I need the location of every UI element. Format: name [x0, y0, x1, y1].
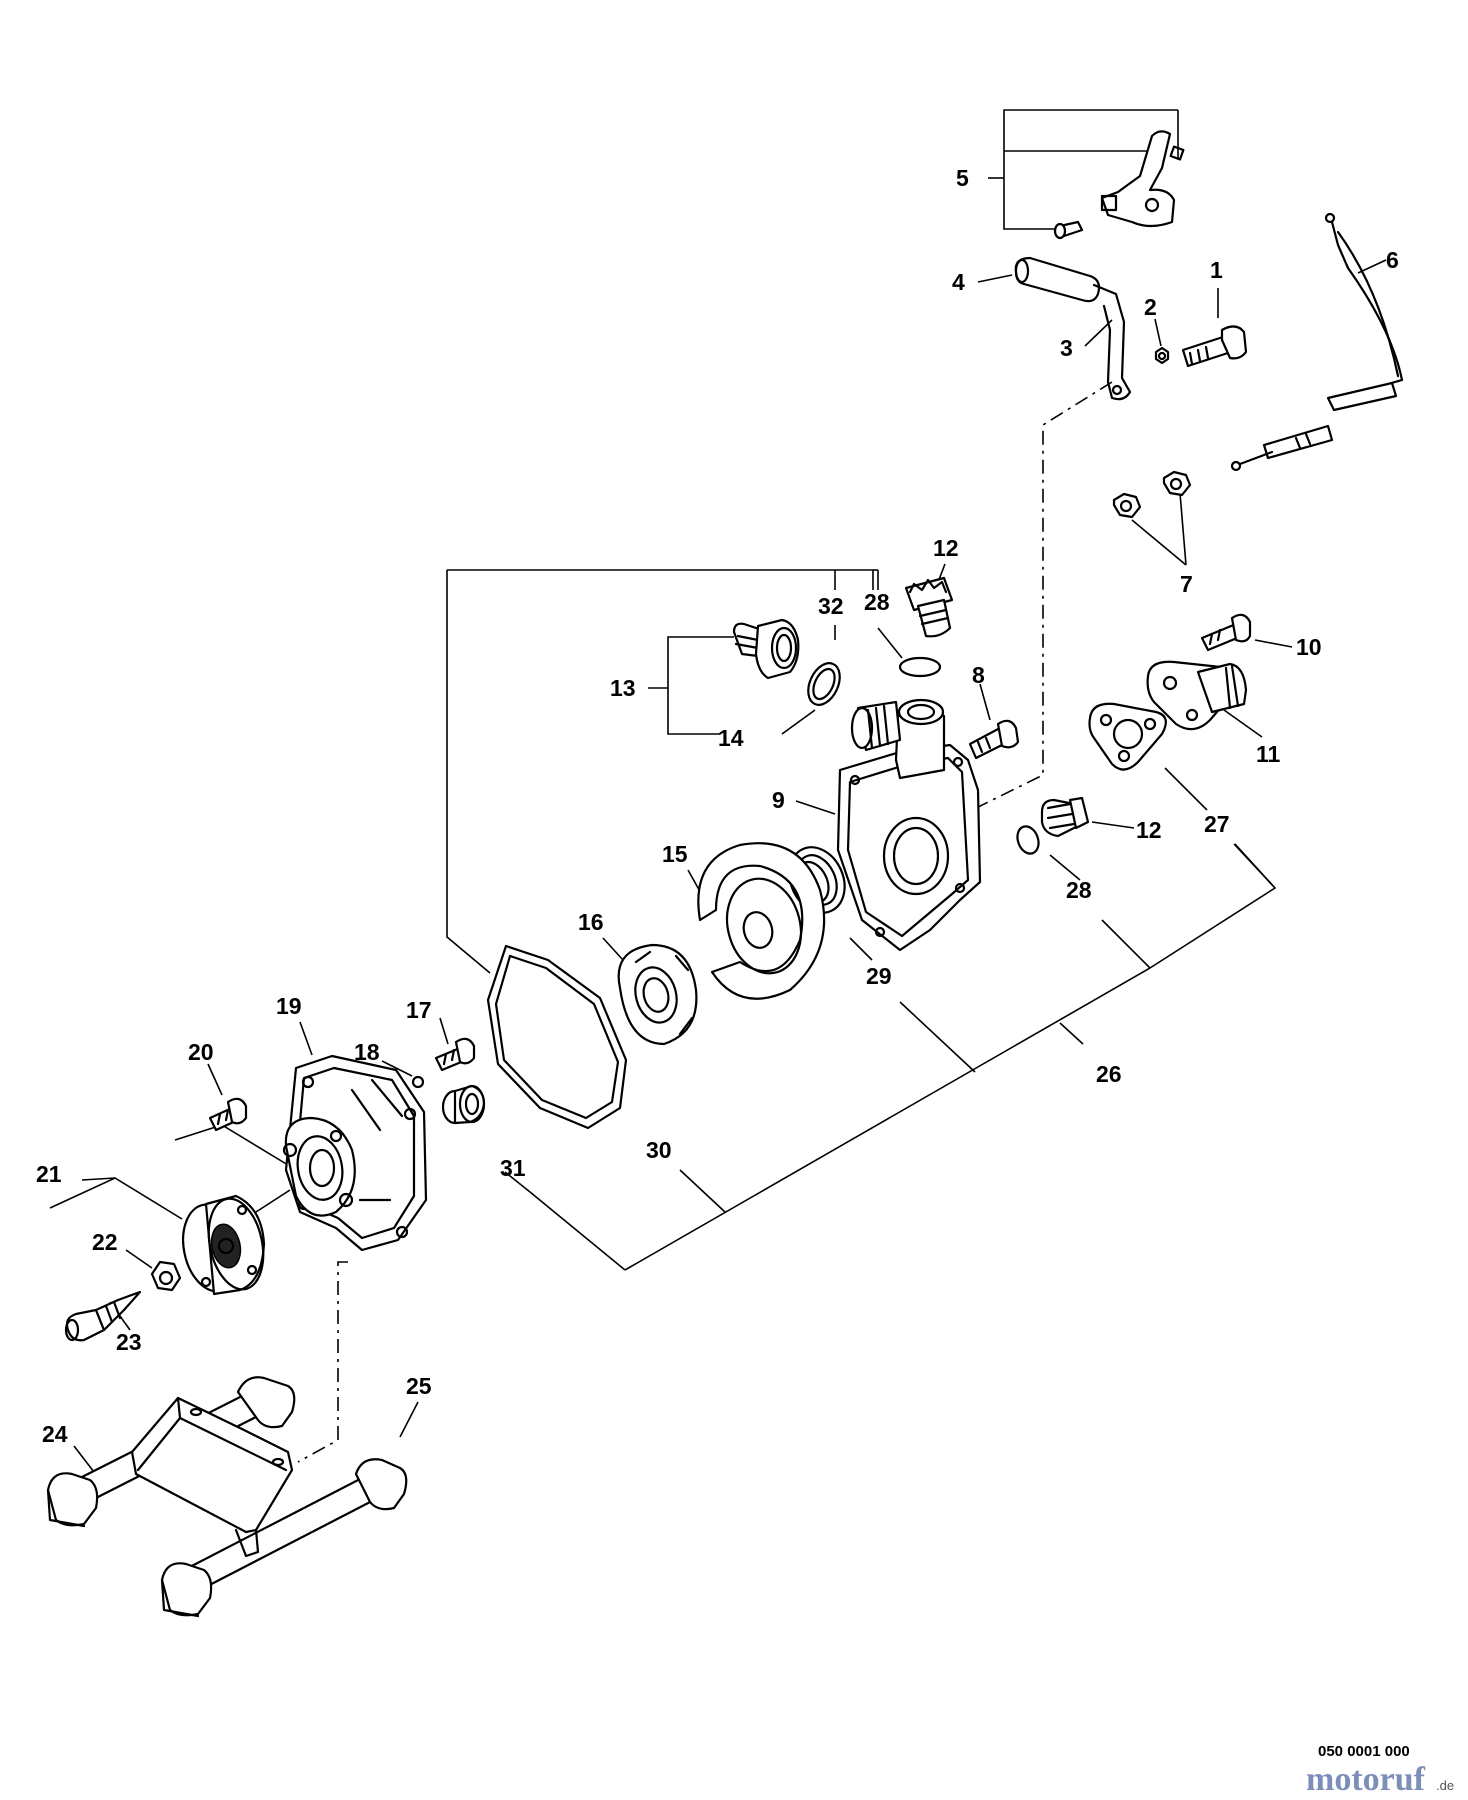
part-8-bolt	[968, 719, 1020, 760]
part-3-4-handle-lever	[1014, 256, 1132, 401]
callout-8: 8	[972, 662, 985, 688]
callout-32: 32	[818, 593, 844, 619]
part-30-octagon-gasket	[486, 944, 628, 1130]
callout-12-lower: 12	[1136, 817, 1162, 843]
callout-17: 17	[406, 997, 432, 1023]
callout-18: 18	[354, 1039, 380, 1065]
callout-23: 23	[116, 1329, 142, 1355]
callout-22: 22	[92, 1229, 118, 1255]
part-31-bushing	[441, 1084, 486, 1125]
callout-28-lower: 28	[1066, 877, 1092, 903]
callout-31: 31	[500, 1155, 526, 1181]
part-13-fitting	[732, 618, 800, 680]
part-19-mount-bracket	[282, 1054, 428, 1252]
part-10-bolt	[1200, 613, 1252, 652]
part-22-nut	[150, 1260, 182, 1292]
callout-2: 2	[1144, 294, 1157, 320]
part-18-washer	[411, 1075, 425, 1089]
part-27-gasket	[1088, 702, 1167, 771]
callout-11: 11	[1256, 741, 1281, 767]
callout-27: 27	[1204, 811, 1230, 837]
callout-13: 13	[610, 675, 636, 701]
callout-12-upper: 12	[933, 535, 959, 561]
callout-28-upper: 28	[864, 589, 890, 615]
callout-3: 3	[1060, 335, 1073, 361]
part-28-o-ring-lower	[1016, 825, 1040, 855]
callout-6: 6	[1386, 247, 1399, 273]
callout-14: 14	[718, 725, 744, 751]
part-9-pump-housing	[836, 698, 982, 952]
drawing-code: 050 0001 000	[1318, 1743, 1410, 1760]
callout-26: 26	[1096, 1061, 1122, 1087]
callout-9: 9	[772, 787, 785, 813]
part-32-14-washer	[807, 662, 841, 706]
callout-7: 7	[1180, 571, 1193, 597]
part-11-flange	[1146, 660, 1248, 731]
callout-15: 15	[662, 841, 688, 867]
callout-5: 5	[956, 165, 969, 191]
part-2-lock-washer	[1154, 346, 1170, 365]
callout-labels: 1 2 3 4 5 6 7 8 9 10 11 12 12 13 14 15 1…	[36, 165, 1399, 1447]
part-6-throttle-cable	[1230, 212, 1404, 472]
part-28-o-ring-upper	[898, 656, 942, 678]
part-24-25-frame	[46, 1376, 408, 1618]
callout-1: 1	[1210, 257, 1223, 283]
part-1-bolt	[1181, 325, 1248, 368]
callout-29: 29	[866, 963, 892, 989]
part-12-plug-upper	[904, 576, 954, 638]
callout-30: 30	[646, 1137, 672, 1163]
part-12-plug-lower	[1040, 796, 1090, 838]
leader-lines	[49, 109, 1387, 1473]
part-17-bolt	[434, 1037, 476, 1072]
callout-21: 21	[36, 1161, 62, 1187]
callout-24: 24	[42, 1421, 68, 1447]
part-16-impeller	[617, 943, 698, 1046]
part-21-clutch	[182, 1194, 266, 1296]
part-15-volute	[697, 842, 826, 1000]
callout-20: 20	[188, 1039, 214, 1065]
callout-19: 19	[276, 993, 302, 1019]
callout-4: 4	[952, 269, 965, 295]
watermark-suffix: .de	[1436, 1778, 1454, 1793]
assembly-centerlines	[297, 381, 1113, 1463]
callout-10: 10	[1296, 634, 1322, 660]
callout-25: 25	[406, 1373, 432, 1399]
part-23-drive-pin	[64, 1290, 142, 1342]
watermark-logo: motoruf	[1306, 1761, 1426, 1798]
callout-16: 16	[578, 909, 604, 935]
part-5-throttle-lever	[1053, 130, 1185, 240]
part-20-bolt	[208, 1097, 248, 1132]
part-7-nuts	[1112, 470, 1192, 519]
